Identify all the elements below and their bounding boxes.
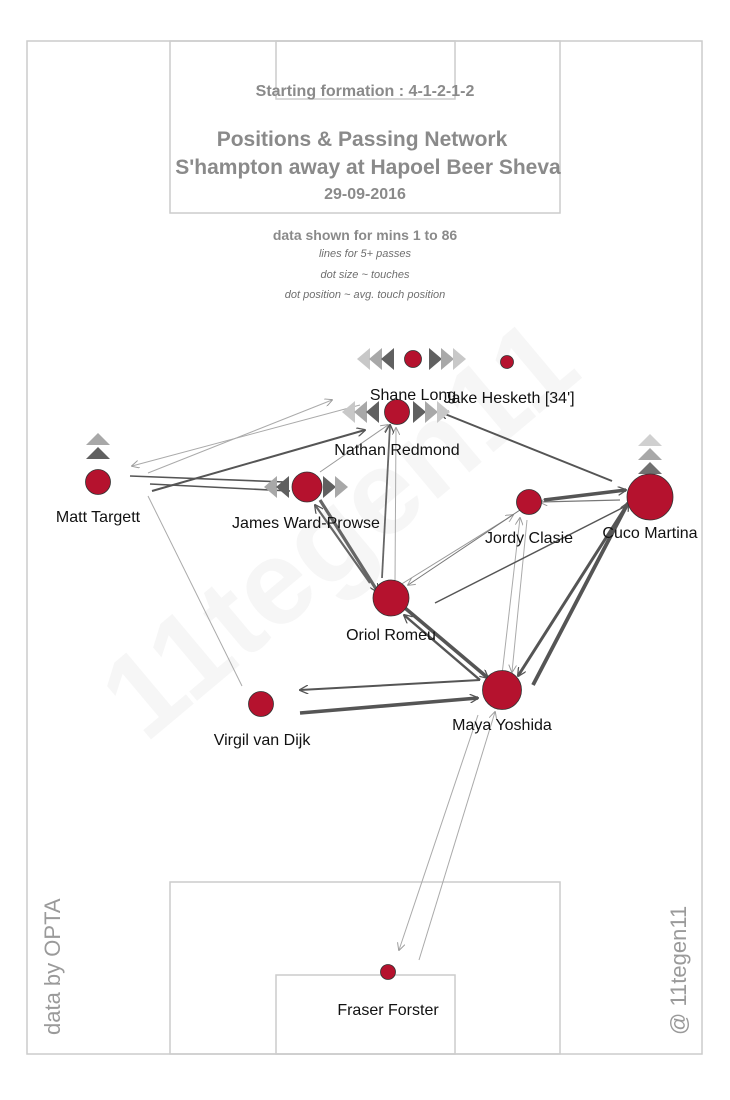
note-lines: lines for 5+ passes (319, 248, 412, 260)
player-dot (500, 355, 514, 369)
player-name: Virgil van Dijk (214, 732, 312, 749)
top-six-yard-box (275, 40, 456, 100)
player-long: Shane Long (370, 350, 456, 404)
player-hesketh: Jake Hesketh [34'] (443, 355, 575, 407)
pass-romeu-redmond (395, 428, 396, 584)
note-dot-size: dot size ~ touches (321, 269, 410, 281)
pass-romeu-clasie (399, 515, 513, 586)
pitch-lines (26, 40, 703, 1055)
pass-targett-long (147, 400, 332, 474)
pass-wardprowse-targett (129, 475, 286, 483)
pass-yoshida-clasie (499, 518, 520, 693)
player-targett: Matt Targett (56, 469, 141, 526)
player-dot (516, 489, 542, 515)
pass-romeu-redmond-2 (381, 425, 390, 579)
note-dot-position: dot position ~ avg. touch position (285, 289, 446, 301)
pass-wardprowse-redmond (319, 425, 388, 473)
pass-clasie-yoshida (512, 519, 528, 672)
pass-yoshida-forster (399, 714, 479, 950)
pass-targett-redmond (151, 430, 365, 492)
pass-romeu-wardprowse (315, 505, 371, 584)
minutes-text: data shown for mins 1 to 86 (273, 227, 458, 243)
player-wardprowse: James Ward-Prowse (232, 471, 380, 532)
player-romeu: Oriol Romeu (346, 579, 436, 644)
player-clasie: Jordy Clasie (485, 489, 573, 547)
player-name: Nathan Redmond (334, 442, 459, 459)
header: Starting formation : 4-1-2-1-2 Positions… (175, 83, 561, 301)
player-name: Jordy Clasie (485, 530, 573, 547)
pass-lines (132, 400, 621, 961)
player-name: James Ward-Prowse (232, 515, 380, 532)
title-line-2: S'hampton away at Hapoel Beer Sheva (175, 156, 561, 179)
pass-martina-long (440, 412, 613, 482)
pass-yoshida-romeu (404, 615, 481, 681)
player-name: Oriol Romeu (346, 627, 436, 644)
pass-targett-wardprowse (149, 483, 291, 492)
player-name: Cuco Martina (602, 525, 697, 542)
bottom-penalty-box (169, 881, 561, 1055)
pass-long-targett (132, 404, 361, 466)
player-redmond: Nathan Redmond (334, 399, 460, 459)
player-dot (384, 399, 410, 425)
data-source-credit: data by OPTA (40, 898, 65, 1035)
position-markers (86, 348, 662, 498)
pass-yoshida-martina (531, 503, 630, 686)
pass-romeu-martina (434, 505, 627, 604)
player-martina: Cuco Martina (602, 473, 698, 542)
pass-romeu-yoshida (403, 606, 488, 678)
player-dot (291, 471, 323, 503)
player-dot (380, 964, 396, 980)
pass-vandijk-yoshida (299, 698, 478, 715)
title-line-1: Positions & Passing Network (217, 128, 508, 151)
player-name: Jake Hesketh [34'] (443, 390, 574, 407)
player-forster: Fraser Forster (337, 964, 439, 1019)
pass-martina-yoshida (516, 507, 627, 676)
pass-forster-yoshida (418, 712, 495, 961)
player-dot (626, 473, 674, 521)
player-dot (248, 691, 274, 717)
pass-clasie-romeu (408, 509, 521, 585)
formation-text: Starting formation : 4-1-2-1-2 (256, 83, 475, 100)
player-vandijk: Virgil van Dijk (214, 691, 312, 749)
player-yoshida: Maya Yoshida (452, 670, 552, 734)
player-name: Matt Targett (56, 509, 141, 526)
bottom-six-yard-box (275, 974, 456, 1055)
pass-lines-thick (129, 412, 630, 715)
player-name: Fraser Forster (337, 1002, 439, 1019)
players: Fraser Forster Maya Yoshida Virgil van D… (56, 350, 698, 1019)
match-date: 29-09-2016 (324, 186, 406, 203)
player-dot (85, 469, 111, 495)
pass-martina-clasie (540, 500, 621, 502)
player-name: Maya Yoshida (452, 717, 552, 734)
player-dot (372, 579, 410, 617)
pass-yoshida-vandijk (300, 679, 481, 690)
player-dot (482, 670, 522, 710)
pass-clasie-martina (543, 490, 626, 502)
pass-wardprowse-romeu (318, 499, 380, 592)
pass-vandijk-targett (147, 495, 243, 687)
author-credit: @ 11tegen11 (666, 906, 691, 1035)
player-dot (404, 350, 422, 368)
player-name: Shane Long (370, 387, 456, 404)
